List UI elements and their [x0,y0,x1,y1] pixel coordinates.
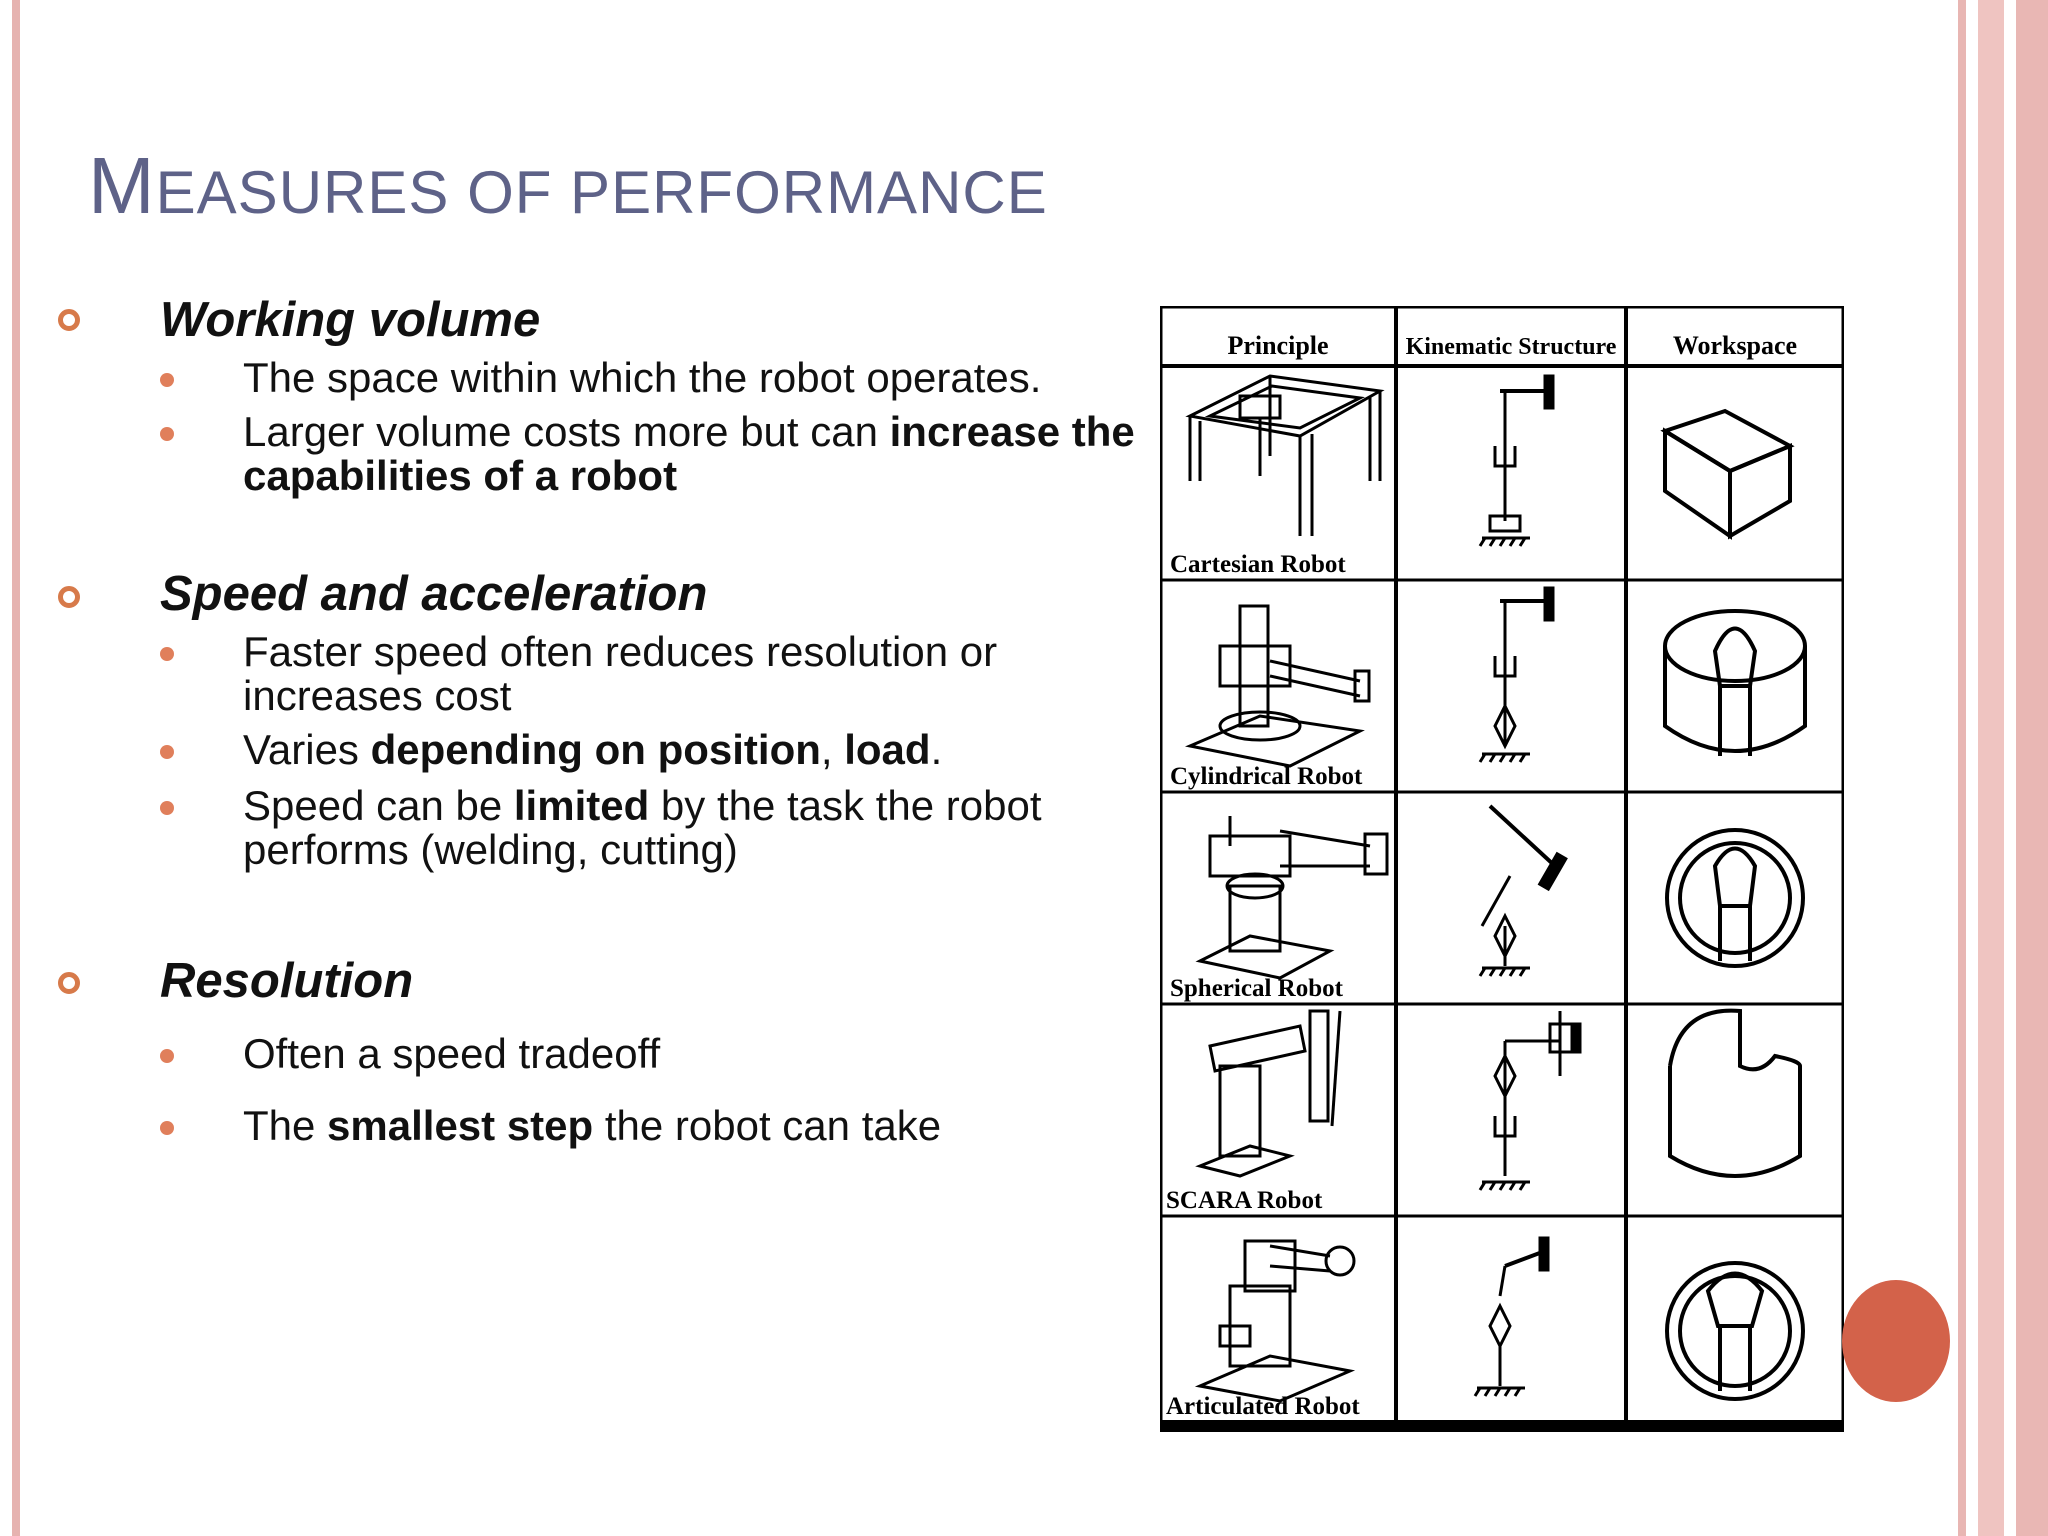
right-border-rule [1958,0,1966,1536]
kinematic-cartesian-icon [1478,374,1555,547]
cylindrical-robot-icon [1184,604,1371,768]
row-label-spherical: Spherical Robot [1170,975,1344,1002]
decorative-circle [1842,1280,1950,1402]
workspace-cylinder-icon [1663,609,1807,756]
articulated-robot-icon [1194,1239,1356,1403]
spherical-robot-icon [1195,816,1389,980]
text-run: Often a speed tradeoff [243,1030,661,1077]
kinematic-articulated-icon [1473,1236,1550,1397]
text-run: by the task the robot performs (welding,… [243,782,1042,873]
section-heading: Resolution [160,954,414,1008]
row-label-scara: SCARA Robot [1166,1187,1323,1214]
kinematic-scara-icon [1478,1011,1582,1191]
text-run: Speed can be [243,782,514,829]
bold-text: load [844,726,931,773]
section-heading: Speed and acceleration [160,567,708,621]
kinematic-spherical-icon [1478,804,1568,977]
header-principle: Principle [1227,331,1328,360]
item-text: The smallest step the robot can take [243,1104,1143,1148]
bold-text: increase the capabilities of a robot [243,408,1135,499]
row-label-cartesian: Cartesian Robot [1170,551,1346,578]
header-workspace: Workspace [1673,331,1797,360]
section-heading: Working volume [160,293,541,347]
title-initial: M [88,141,156,230]
text-run: the robot can take [593,1102,942,1149]
bullet-dot-icon [160,647,174,661]
left-border-rule [12,0,20,1536]
bullet-dot-icon [160,427,174,441]
workspace-sphere-icon [1665,828,1805,968]
text-run: The space within which the robot operate… [243,354,1042,401]
text-run: The [243,1102,328,1149]
item-text: The space within which the robot operate… [243,356,1143,400]
right-border-band-outer [2016,0,2048,1536]
item-text: Faster speed often reduces resolution or… [243,630,1143,718]
workspace-scara-icon [1668,1008,1802,1178]
cartesian-robot-icon [1185,374,1385,536]
robot-types-figure: Principle Kinematic Structure Workspace … [1160,306,1844,1432]
bullet-dot-icon [160,373,174,387]
kinematic-cylindrical-icon [1478,586,1555,763]
item-text: Varies depending on position, load. [243,728,1143,772]
text-run: Larger volume costs more but can [243,408,890,455]
workspace-box-icon [1660,408,1795,540]
text-run: . [930,726,943,773]
section-bullet-icon [58,972,80,994]
right-border-band [1978,0,2004,1536]
header-kinematic: Kinematic Structure [1406,334,1617,360]
robot-table-svg: Principle Kinematic Structure Workspace … [1160,306,1844,1432]
bold-text: depending on position [370,726,821,773]
bullet-dot-icon [160,1049,174,1063]
bullet-dot-icon [160,801,174,815]
bold-text: smallest step [327,1102,594,1149]
text-run: , [820,726,845,773]
section-bullet-icon [58,309,80,331]
item-text: Often a speed tradeoff [243,1032,1143,1076]
row-label-cylindrical: Cylindrical Robot [1170,763,1363,790]
scara-robot-icon [1195,1009,1342,1178]
bullet-dot-icon [160,745,174,759]
text-run: Faster speed often reduces resolution or… [243,628,998,719]
slide-title: MEASURES OF PERFORMANCE [88,140,1048,232]
section-bullet-icon [58,586,80,608]
title-rest: EASURES OF PERFORMANCE [155,159,1048,226]
item-text: Larger volume costs more but can increas… [243,410,1143,498]
bold-text: limited [513,782,650,829]
workspace-articulated-icon [1665,1261,1805,1401]
bullet-dot-icon [160,1121,174,1135]
item-text: Speed can be limited by the task the rob… [243,784,1143,872]
text-run: Varies [243,726,371,773]
